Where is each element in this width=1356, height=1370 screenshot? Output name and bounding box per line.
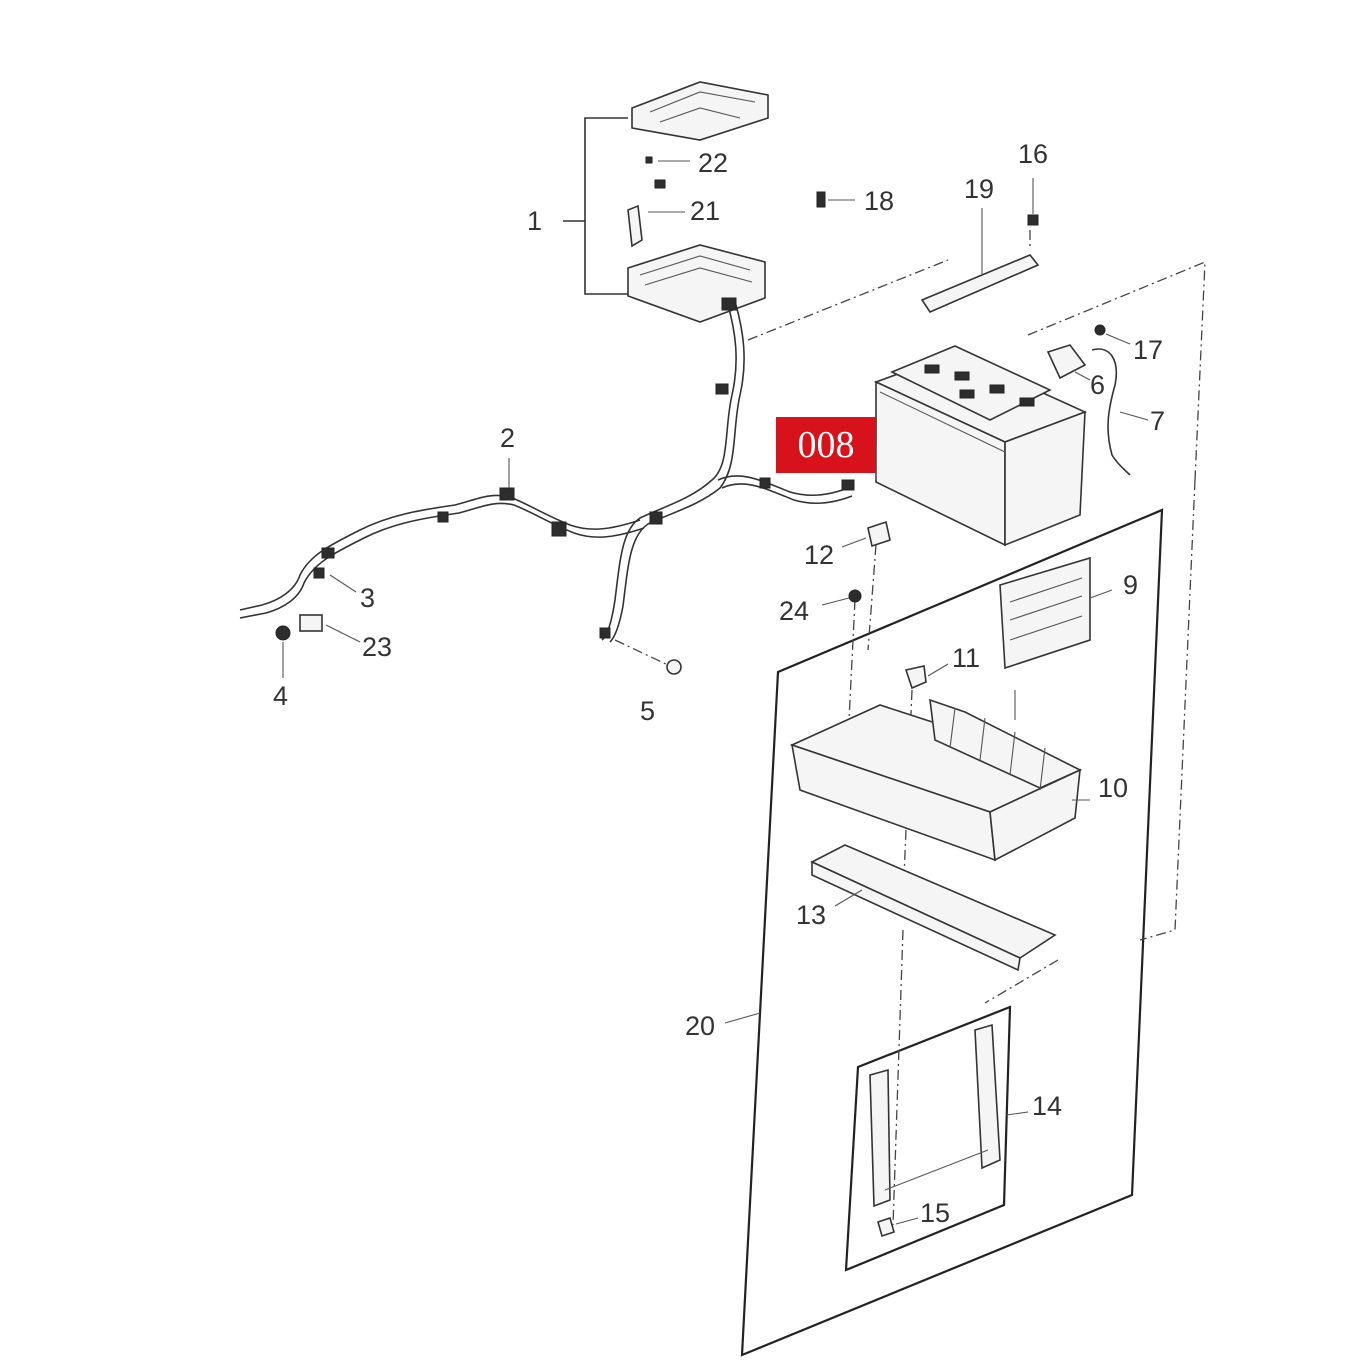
- part-number-11: 11: [952, 643, 981, 673]
- part-number-18: 18: [864, 186, 895, 216]
- panel-20-outline: [740, 508, 1164, 1357]
- part-number-3: 3: [360, 583, 376, 613]
- part-number-17: 17: [1133, 335, 1164, 365]
- wiring-harness: [239, 297, 855, 643]
- part-number-20: 20: [685, 1011, 716, 1041]
- part-number-12: 12: [804, 540, 835, 570]
- support-13: [810, 844, 1057, 959]
- part-number-7: 7: [1150, 406, 1166, 436]
- battery: [873, 345, 1088, 547]
- part-number-9: 9: [1123, 570, 1139, 600]
- fuse-box-assembly: [563, 81, 769, 323]
- part-number-10: 10: [1098, 773, 1129, 803]
- part-number-16: 16: [1018, 139, 1049, 169]
- bracket-9: [999, 556, 1091, 670]
- part-number-2: 2: [500, 423, 516, 453]
- part-number-4: 4: [273, 681, 289, 711]
- part-number-13: 13: [796, 900, 827, 930]
- hold-down-bar-19: [920, 254, 1040, 314]
- part-number-22: 22: [698, 148, 729, 178]
- part-number-1: 1: [527, 206, 543, 236]
- part-number-21: 21: [690, 196, 721, 226]
- part-number-5: 5: [640, 696, 656, 726]
- part-number-24: 24: [779, 596, 810, 626]
- panel-14-outline: [844, 1005, 1012, 1272]
- part-number-19: 19: [964, 174, 995, 204]
- battery-tray-10: [789, 698, 1083, 862]
- callout-badge: 008: [776, 417, 876, 473]
- part-number-6: 6: [1090, 370, 1106, 400]
- part-number-23: 23: [362, 632, 393, 662]
- part-number-15: 15: [920, 1198, 951, 1228]
- part-number-14: 14: [1032, 1091, 1063, 1121]
